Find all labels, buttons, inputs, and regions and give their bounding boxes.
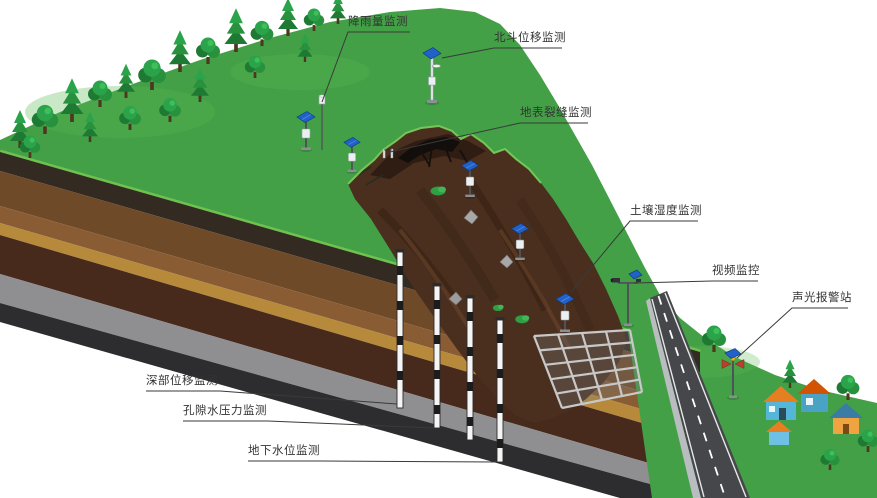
label-pore-water-pressure: 孔隙水压力监测	[183, 405, 267, 417]
leader-lines	[146, 31, 848, 463]
label-video-monitoring: 视频监控	[712, 265, 760, 277]
leader-beidou	[441, 47, 562, 59]
road-asphalt	[650, 291, 750, 498]
stratum-bedrock-gray	[0, 274, 700, 498]
slope-grid-structure	[532, 328, 644, 410]
label-sound-light-alarm: 声光报警站	[792, 292, 852, 304]
leader-video	[633, 280, 758, 284]
borehole-groundwater	[495, 317, 505, 463]
tree-icon	[278, 0, 298, 36]
borehole-pore-pressure	[432, 283, 442, 429]
borehole-extra	[465, 295, 475, 441]
label-rainfall-monitoring: 降雨量监测	[348, 16, 408, 28]
label-beidou-displacement: 北斗位移监测	[494, 32, 566, 44]
crown-edge-highlight	[347, 124, 542, 185]
leader-soil-moisture	[570, 220, 698, 293]
rock	[499, 254, 514, 269]
house-roof	[766, 421, 792, 432]
leader-deep-displacement	[146, 390, 398, 405]
leader-alarm	[736, 307, 848, 359]
rock	[448, 291, 463, 306]
label-groundwater-level: 地下水位监测	[248, 445, 320, 457]
house-roof	[829, 403, 863, 418]
leader-groundwater	[248, 460, 498, 463]
leader-surface-crack	[389, 122, 588, 153]
house	[801, 394, 828, 412]
road-curb	[646, 298, 701, 498]
label-deep-displacement: 深部位移监测	[146, 375, 218, 387]
rock	[463, 209, 479, 225]
leader-pore-pressure	[183, 420, 435, 429]
label-surface-crack: 地表裂缝监测	[520, 107, 592, 119]
leader-rainfall	[321, 31, 410, 103]
house-roof	[797, 379, 831, 394]
head-scarp-crack	[398, 137, 460, 163]
house-roof	[763, 386, 799, 402]
label-soil-moisture: 土壤湿度监测	[630, 205, 702, 217]
tree-icon	[224, 8, 248, 52]
borehole-deep-displacement	[395, 249, 405, 409]
house	[769, 432, 789, 445]
boreholes	[395, 249, 505, 463]
road	[646, 291, 750, 498]
village-houses	[763, 379, 863, 445]
